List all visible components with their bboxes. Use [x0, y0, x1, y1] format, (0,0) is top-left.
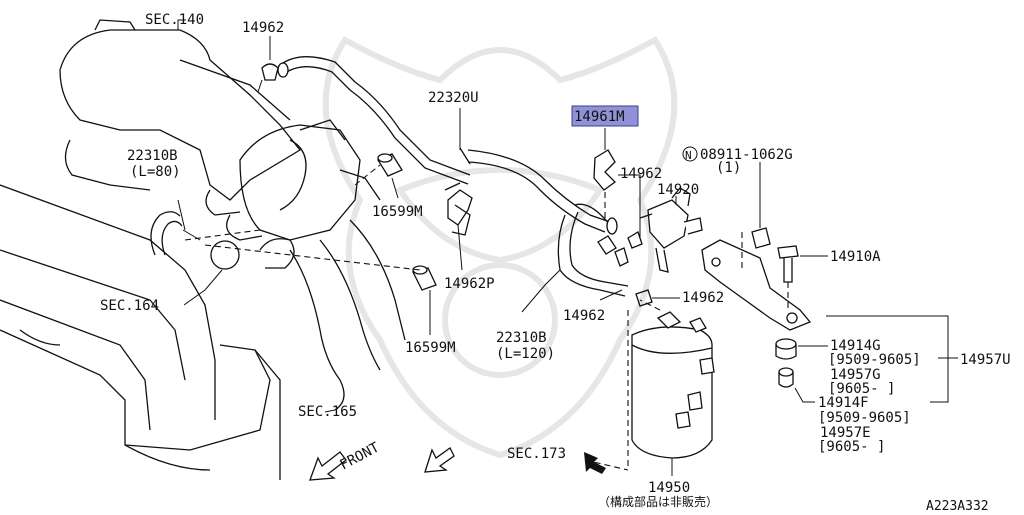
label-14950: 14950 [648, 480, 690, 496]
engine-intake-manifold [59, 19, 381, 270]
valve-14920 [639, 187, 703, 273]
clamp-14962-low [614, 247, 629, 267]
top-vacuum-hose [277, 56, 471, 185]
canister-14950 [627, 299, 715, 470]
diagram-id: A223A332 [926, 499, 989, 511]
label-08911-marker: N [685, 149, 692, 162]
clip-14961m [593, 149, 616, 191]
label-16599m-upper: 16599M [372, 204, 423, 220]
label-14957g: 14957G [830, 367, 881, 383]
mounting-bracket [701, 227, 812, 331]
bolt-14910a [777, 245, 799, 310]
label-14914g: 14914G [830, 338, 881, 354]
label-08911-qty: (1) [716, 160, 741, 176]
label-22310b-length: (L=80) [130, 164, 181, 180]
label-range-9605-b: [9605- ] [818, 439, 885, 455]
label-range-9605-a: [9605- ] [828, 381, 895, 397]
highlight-14961m [571, 105, 639, 127]
sec173-arrow-icon [584, 452, 606, 474]
label-22320u: 22320U [428, 90, 479, 106]
label-22310b: 22310B [127, 148, 178, 164]
label-sec140: SEC.140 [145, 12, 204, 28]
label-14957u: 14957U [960, 352, 1011, 368]
label-range-9509-b: [9509-9605] [818, 410, 911, 426]
hose-22310b-short [150, 211, 201, 256]
n-marker-icon [682, 146, 698, 162]
label-14962p: 14962P [444, 276, 495, 292]
leader-lines [177, 19, 958, 476]
lower-hoses [289, 219, 406, 411]
hose-22310b-long [557, 203, 629, 297]
label-14961m: 14961M [574, 109, 625, 125]
label-16599m-lower: 16599M [405, 340, 456, 356]
label-22310b-long: 22310B [496, 330, 547, 346]
label-range-9509-a: [9509-9605] [828, 352, 921, 368]
grommet-14914f [778, 367, 794, 388]
sleeve-16599m-upper [377, 153, 403, 177]
label-sec165: SEC.165 [298, 404, 357, 420]
clamp-14962-top [257, 63, 279, 93]
label-14910a: 14910A [830, 249, 881, 265]
hose-22320u [459, 147, 611, 233]
label-08911: 08911-1062G [700, 147, 793, 163]
sleeve-16599m-lower [412, 265, 437, 291]
label-14950-note: （構成部品は非販売） [598, 494, 718, 509]
label-14962-mid: 14962 [620, 166, 662, 182]
label-14962-right: 14962 [682, 290, 724, 306]
watermark-emblem [322, 36, 678, 459]
label-14920: 14920 [657, 182, 699, 198]
grommet-14914g [775, 338, 797, 360]
label-14957e: 14957E [820, 425, 871, 441]
radiator-body-panels [0, 184, 281, 480]
clamp-14962-right [635, 289, 653, 307]
label-front: FRONT [337, 439, 382, 473]
label-sec164: SEC.164 [100, 298, 159, 314]
flow-arrow-icon [424, 447, 455, 473]
label-14914f: 14914F [818, 395, 869, 411]
clamp-14962-mid [627, 231, 643, 249]
label-sec173: SEC.173 [507, 446, 566, 462]
label-14962-top: 14962 [242, 20, 284, 36]
label-22310b-long-length: (L=120) [496, 346, 555, 362]
label-14962-low: 14962 [563, 308, 605, 324]
front-arrow-icon [309, 451, 347, 481]
